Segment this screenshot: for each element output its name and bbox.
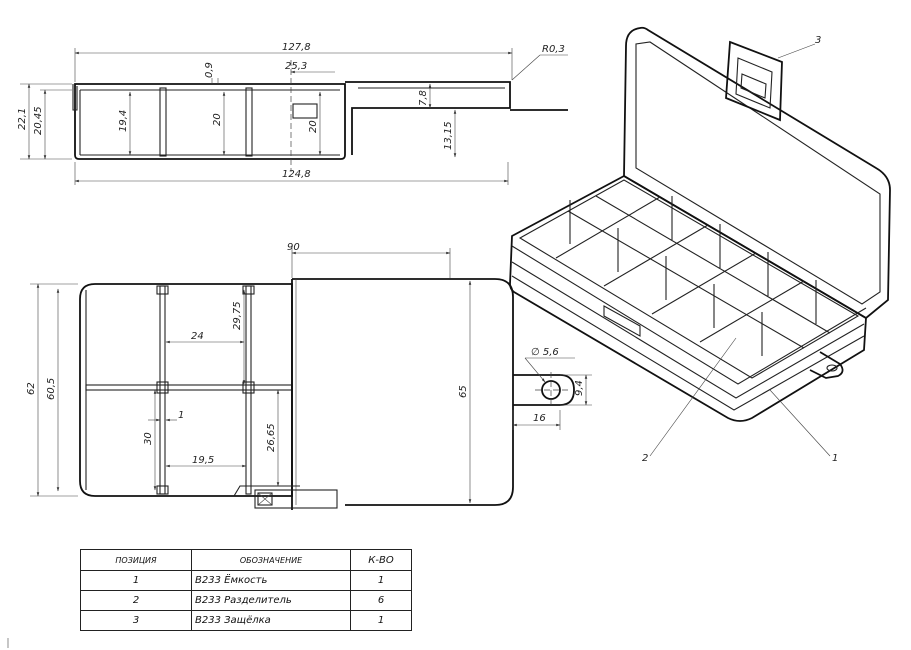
dim-lid-height: 7,8 bbox=[418, 90, 429, 106]
iso-hanging-tab bbox=[809, 351, 844, 379]
dim-cell-depth: 20 bbox=[212, 113, 223, 126]
section-view-body bbox=[74, 83, 346, 160]
specification-table: ПОЗИЦИЯ ОБОЗНАЧЕНИЕ К-ВО 1 В233 Ёмкость … bbox=[80, 549, 412, 631]
dim-overall-length: 127,8 bbox=[282, 42, 311, 53]
spec-cell-designation: В233 Ёмкость bbox=[191, 570, 351, 591]
dim-cell-height: 29,75 bbox=[232, 301, 243, 330]
spec-cell-designation: В233 Разделитель bbox=[191, 590, 351, 611]
callout-1: 1 bbox=[832, 453, 838, 464]
dim-tab-height: 9,4 bbox=[574, 380, 585, 396]
spec-cell-quantity: 6 bbox=[350, 590, 412, 611]
plan-tray-outline bbox=[79, 283, 293, 497]
dim-cell-width: 24 bbox=[191, 331, 204, 342]
dim-partition: 1 bbox=[178, 410, 184, 421]
dim-latch-depth: 20 bbox=[308, 120, 319, 133]
isometric-view: 3 2 1 bbox=[509, 26, 891, 464]
spec-cell-quantity: 1 bbox=[350, 610, 412, 631]
section-view-lid bbox=[345, 81, 511, 155]
dim-height-outer: 22,1 bbox=[17, 108, 28, 130]
plan-partition-horizontal bbox=[85, 384, 293, 391]
callout-2: 2 bbox=[642, 453, 648, 464]
dim-lid-step: 13,15 bbox=[443, 121, 454, 150]
dim-cell-195: 19,5 bbox=[192, 455, 214, 466]
spec-row: 3 В233 Защёлка 1 bbox=[80, 610, 412, 631]
iso-tray bbox=[509, 174, 867, 422]
dim-cell-30: 30 bbox=[143, 432, 154, 445]
dim-partition-height: 19,4 bbox=[118, 110, 129, 132]
dim-base-length: 124,8 bbox=[282, 169, 311, 180]
callout-3: 3 bbox=[815, 35, 821, 46]
spec-row: 2 В233 Разделитель 6 bbox=[80, 590, 412, 611]
dim-lid-width: 65 bbox=[458, 385, 469, 398]
dim-tab-hole: ∅ 5,6 bbox=[531, 347, 559, 358]
spec-cell-position: 1 bbox=[80, 570, 192, 591]
iso-latch bbox=[725, 40, 783, 122]
spec-header-position: ПОЗИЦИЯ bbox=[80, 549, 192, 571]
iso-lid bbox=[623, 26, 891, 320]
spec-cell-position: 3 bbox=[80, 610, 192, 631]
spec-cell-designation: В233 Защёлка bbox=[191, 610, 351, 631]
dim-wall: 0,9 bbox=[204, 62, 215, 78]
dim-latch-offset: 25,3 bbox=[285, 61, 307, 72]
plan-view: 90 62 60,5 29,75 24 1 30 26,65 19,5 65 ∅… bbox=[26, 242, 592, 510]
section-view: 127,8 R0,3 0,9 25,3 22,1 20,45 19,4 20 2… bbox=[17, 42, 568, 185]
spec-header-designation: ОБОЗНАЧЕНИЕ bbox=[191, 549, 351, 571]
spec-header-quantity: К-ВО bbox=[350, 549, 412, 571]
plan-lid-outline bbox=[292, 278, 514, 506]
dim-height-inner: 20,45 bbox=[33, 106, 44, 135]
plan-latch bbox=[254, 489, 338, 509]
section-partition-2 bbox=[245, 87, 253, 157]
dim-inner-width: 60,5 bbox=[46, 378, 57, 400]
spec-cell-position: 2 bbox=[80, 590, 192, 611]
spec-header-row: ПОЗИЦИЯ ОБОЗНАЧЕНИЕ К-ВО bbox=[80, 549, 412, 571]
spec-cell-quantity: 1 bbox=[350, 570, 412, 591]
spec-row: 1 В233 Ёмкость 1 bbox=[80, 570, 412, 591]
dim-outer-width: 62 bbox=[26, 382, 37, 395]
dim-lid-length: 90 bbox=[287, 242, 300, 253]
section-partition-1 bbox=[159, 87, 167, 157]
plan-hanging-tab bbox=[513, 374, 575, 406]
section-latch bbox=[292, 103, 318, 119]
dim-radius: R0,3 bbox=[542, 44, 565, 55]
dim-tab-length: 16 bbox=[533, 413, 546, 424]
dim-cell-2665: 26,65 bbox=[266, 423, 277, 452]
